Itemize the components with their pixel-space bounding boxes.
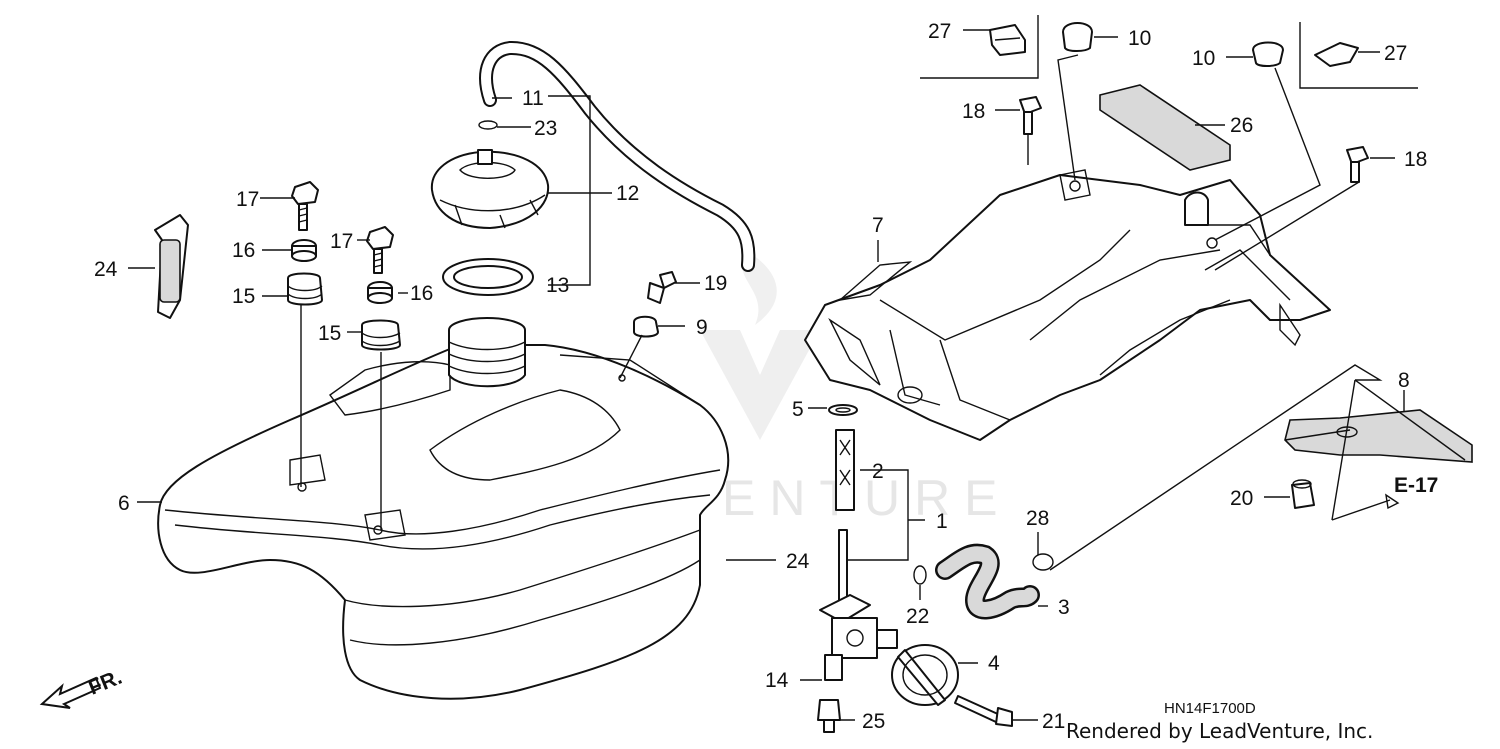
nut-part xyxy=(1291,479,1315,509)
pad-part xyxy=(1099,84,1231,171)
callout-9: 9 xyxy=(696,316,708,339)
screw-part xyxy=(954,695,1013,727)
callout-4: 4 xyxy=(988,652,1000,675)
bolt-part xyxy=(1019,96,1042,135)
callout-labels: 1 2 3 4 5 6 7 8 9 10 10 11 12 13 14 15 1… xyxy=(94,20,1427,733)
bolt-part xyxy=(1346,146,1369,183)
rubber-cushion-part xyxy=(287,272,323,306)
tank-band-part xyxy=(154,214,189,319)
callout-14: 14 xyxy=(765,669,789,692)
reference-label: E-17 xyxy=(1394,474,1438,497)
callout-10-second: 10 xyxy=(1192,47,1215,70)
diagram-code: HN14F1700D xyxy=(1164,700,1256,717)
callout-15-second: 15 xyxy=(318,322,341,345)
heat-guard-part xyxy=(1284,409,1473,463)
front-arrow-icon: FR. xyxy=(39,666,125,709)
front-arrow-label: FR. xyxy=(85,666,125,700)
callout-17-second: 17 xyxy=(330,230,353,253)
tank-cover-part xyxy=(804,169,1331,441)
valve-lever-part xyxy=(891,644,959,706)
bolt-part xyxy=(366,226,394,274)
breather-tube-part xyxy=(479,41,756,272)
callout-6: 6 xyxy=(118,492,130,515)
callout-5: 5 xyxy=(792,398,804,421)
callout-24-second: 24 xyxy=(786,550,810,573)
callout-26: 26 xyxy=(1230,114,1253,137)
fuel-tank-part xyxy=(157,317,730,700)
callout-18-second: 18 xyxy=(1404,148,1427,171)
callout-13: 13 xyxy=(546,274,569,297)
callout-3: 3 xyxy=(1058,596,1070,619)
callout-22: 22 xyxy=(906,605,929,628)
callout-21: 21 xyxy=(1042,710,1065,733)
callout-12: 12 xyxy=(616,182,639,205)
callout-24: 24 xyxy=(94,258,118,281)
callout-15: 15 xyxy=(232,285,255,308)
callout-27: 27 xyxy=(928,20,951,43)
callout-16-second: 16 xyxy=(410,282,433,305)
collar-part xyxy=(367,281,393,304)
cap-part xyxy=(1062,22,1093,52)
callout-20: 20 xyxy=(1230,487,1253,510)
callout-1: 1 xyxy=(936,510,948,533)
o-ring-part xyxy=(828,404,858,416)
bolt-part xyxy=(817,699,841,733)
bolt-part xyxy=(647,271,677,304)
callout-18: 18 xyxy=(962,100,985,123)
rubber-cushion-part xyxy=(361,319,401,351)
clip-part xyxy=(478,120,498,130)
grommet-part xyxy=(989,24,1026,56)
callout-11: 11 xyxy=(522,87,544,110)
callout-25: 25 xyxy=(862,710,885,733)
callout-27-second: 27 xyxy=(1384,42,1407,65)
callout-8: 8 xyxy=(1398,369,1410,392)
fuel-valve-part xyxy=(819,529,898,681)
filler-cap-part xyxy=(430,149,550,229)
credit-text: Rendered by LeadVenture, Inc. xyxy=(1066,719,1373,743)
leader-lines xyxy=(128,29,1466,721)
callout-28: 28 xyxy=(1026,507,1049,530)
callout-19: 19 xyxy=(704,272,727,295)
strainer-part xyxy=(835,429,855,511)
grommet-part xyxy=(633,315,659,338)
callout-10: 10 xyxy=(1128,27,1151,50)
callout-17: 17 xyxy=(236,188,259,211)
callout-16: 16 xyxy=(232,239,255,262)
collar-part xyxy=(291,239,317,262)
hose-clip-part xyxy=(913,553,1054,585)
callout-7: 7 xyxy=(872,214,884,237)
callout-2: 2 xyxy=(872,460,884,483)
cap-part xyxy=(1252,41,1284,67)
grommet-part xyxy=(1314,42,1359,67)
bolt-part xyxy=(291,181,319,231)
fuel-hose-part xyxy=(935,543,1040,620)
cap-gasket-part xyxy=(442,258,534,296)
callout-23: 23 xyxy=(534,117,557,140)
